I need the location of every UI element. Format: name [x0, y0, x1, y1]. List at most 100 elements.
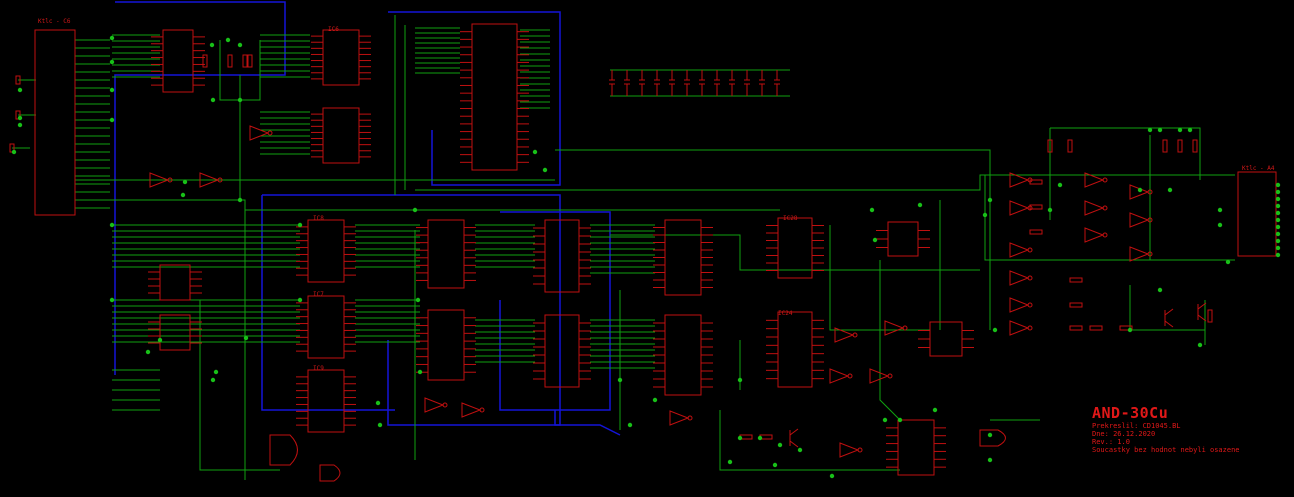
junction	[797, 447, 803, 453]
junction	[829, 473, 835, 479]
ic-chip	[162, 29, 194, 93]
inverter-bubble	[852, 332, 858, 338]
ic-chip	[307, 295, 345, 359]
junction	[109, 222, 115, 228]
junction	[727, 459, 733, 465]
junction	[1177, 127, 1183, 133]
junction	[932, 407, 938, 413]
junction	[987, 457, 993, 463]
transistor-emitter	[789, 440, 799, 448]
ic-chip	[544, 314, 580, 388]
junction	[17, 115, 23, 121]
junction	[377, 422, 383, 428]
junction	[237, 197, 243, 203]
resistor	[242, 54, 248, 68]
junction	[982, 212, 988, 218]
transistor-collector	[1197, 302, 1207, 310]
ic-chip	[544, 219, 580, 293]
ic-chip	[307, 219, 345, 283]
inverter-bubble	[1027, 302, 1033, 308]
resistor	[1207, 309, 1213, 323]
connector-label-right: Ktlc - A4	[1242, 165, 1275, 172]
junction	[145, 349, 151, 355]
junction	[17, 87, 23, 93]
buffer-gate	[1009, 320, 1030, 336]
junction	[1275, 196, 1281, 202]
buffer-gate	[829, 368, 850, 384]
junction	[617, 377, 623, 383]
inverter-bubble	[479, 407, 485, 413]
resistor	[1177, 139, 1183, 153]
bus-outline	[388, 11, 561, 186]
junction	[1217, 207, 1223, 213]
buffer-gate	[1009, 297, 1030, 313]
bus-outline	[261, 195, 395, 411]
title-block: AND-30Cu Prekreslil: CD1045.BL Dne: 26.1…	[1092, 404, 1240, 454]
routing-wire	[199, 300, 280, 471]
ic-label-ic9: IC9	[313, 365, 324, 372]
connector-label-left: Ktlc - C6	[38, 18, 71, 25]
junction	[1217, 222, 1223, 228]
junction	[213, 369, 219, 375]
junction	[415, 297, 421, 303]
inverter-bubble	[167, 177, 173, 183]
junction	[882, 417, 888, 423]
ic-chip	[307, 369, 345, 433]
junction	[1225, 259, 1231, 265]
ic-label-ic28: IC28	[783, 215, 798, 222]
junction	[210, 377, 216, 383]
inverter-bubble	[1027, 325, 1033, 331]
junction	[109, 117, 115, 123]
ic-chip	[664, 314, 702, 396]
buffer-gate	[669, 410, 690, 426]
junction	[917, 202, 923, 208]
inverter-bubble	[1102, 177, 1108, 183]
resistor	[1192, 139, 1198, 153]
resistor	[1069, 277, 1083, 283]
transistor-collector	[789, 428, 799, 436]
buffer-gate	[869, 368, 890, 384]
resistor	[1119, 325, 1133, 331]
junction	[757, 435, 763, 441]
junction	[1047, 207, 1053, 213]
junction	[1127, 327, 1133, 333]
buffer-gate	[199, 172, 220, 188]
inverter-bubble	[1102, 232, 1108, 238]
junction	[737, 377, 743, 383]
junction	[209, 42, 215, 48]
junction	[109, 87, 115, 93]
inverter-bubble	[847, 373, 853, 379]
routing-wire	[555, 149, 991, 330]
resistor	[227, 54, 233, 68]
inverter-bubble	[1027, 177, 1033, 183]
ic-chip	[427, 219, 465, 289]
buffer-gate	[1084, 172, 1105, 188]
inverter-bubble	[687, 415, 693, 421]
buffer-gate	[249, 125, 270, 141]
junctions	[11, 35, 1281, 479]
junction	[297, 222, 303, 228]
bus-outline	[114, 1, 286, 375]
buffer-gate	[1084, 227, 1105, 243]
ic-label-ic8: IC8	[313, 215, 324, 222]
junction	[1275, 189, 1281, 195]
junction	[1275, 210, 1281, 216]
schematic-title: AND-30Cu	[1092, 404, 1169, 422]
junction	[1275, 203, 1281, 209]
buffer-gate	[1084, 200, 1105, 216]
junction	[180, 192, 186, 198]
junction	[375, 400, 381, 406]
junction	[1275, 252, 1281, 258]
junction	[1157, 287, 1163, 293]
wires	[12, 15, 1235, 480]
ic-chip-large	[471, 23, 518, 171]
junction	[777, 442, 783, 448]
buffer-gate	[1129, 184, 1150, 200]
junction	[237, 97, 243, 103]
buffer-gate	[1009, 200, 1030, 216]
junction	[210, 97, 216, 103]
inverter-bubble	[1027, 247, 1033, 253]
junction	[412, 207, 418, 213]
junction	[1057, 182, 1063, 188]
inverter-bubble	[1147, 217, 1153, 223]
